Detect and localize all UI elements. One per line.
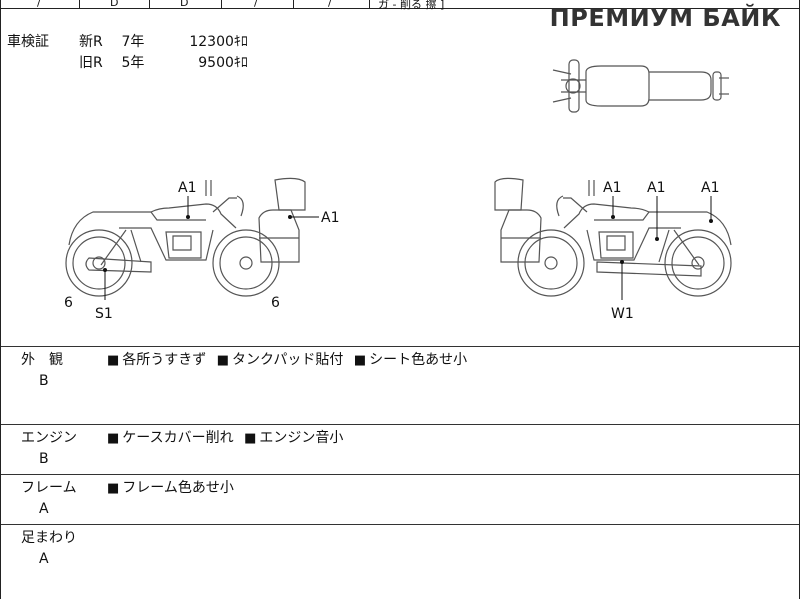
note-text: タンクパッド貼付 — [232, 352, 344, 368]
section-notes: ■ケースカバー削れ ■エンジン音小 — [107, 427, 349, 447]
odometer-row-new: 新R 7年 12300ｷﾛ — [79, 32, 248, 53]
note-item: ■エンジン音小 — [244, 430, 343, 446]
note-text: シート色あせ小 — [369, 352, 468, 368]
section-notes: ■フレーム色あせ小 — [107, 477, 240, 497]
note-item: ■タンクパッド貼付 — [217, 352, 344, 368]
damage-label: S1 — [95, 306, 113, 322]
section-notes: ■各所うすきず ■タンクパッド貼付 ■シート色あせ小 — [107, 349, 473, 369]
section-exterior: 外 観 B ■各所うすきず ■タンクパッド貼付 ■シート色あせ小 — [1, 346, 799, 423]
header-cell: D — [149, 0, 222, 9]
odometer-side: 旧R — [79, 55, 103, 71]
cut-header-strip: D D / / ガ - 削る 擦 ] / — [1, 0, 799, 11]
odometer-value: 9500ｷﾛ — [198, 55, 248, 71]
note-item: ■ケースカバー削れ — [107, 430, 234, 446]
note-item: ■各所うすきず — [107, 352, 206, 368]
note-text: フレーム色あせ小 — [122, 480, 234, 496]
header-cell-text: D — [180, 0, 189, 9]
damage-label: A1 — [701, 180, 719, 196]
section-grade: A — [39, 551, 49, 567]
section-title: エンジン — [21, 430, 77, 446]
section-grade: A — [39, 501, 49, 517]
odometer-years: 7年 — [121, 34, 145, 50]
section-title: フレーム — [21, 480, 77, 496]
header-cell-text: ガ - 削る 擦 ] — [378, 0, 445, 11]
section-suspension: 足まわり A — [1, 524, 799, 600]
bullet-square-icon: ■ — [107, 431, 120, 446]
header-cell-text: / — [254, 0, 258, 9]
note-text: 各所うすきず — [122, 352, 207, 368]
odometer-years: 5年 — [121, 55, 145, 71]
brand-watermark: ПРЕМИУМ БАЙК — [549, 4, 781, 32]
motorcycle-damage-diagram: A1 A1 S1 6 6 A1 A1 A1 W1 — [64, 59, 732, 322]
odometer-row-old: 旧R 5年 9500ｷﾛ — [79, 53, 248, 74]
header-cell-text: / — [328, 0, 332, 9]
note-item: ■フレーム色あせ小 — [107, 480, 234, 496]
section-grade: B — [39, 451, 49, 467]
section-title: 外 観 — [21, 352, 63, 368]
damage-label: A1 — [647, 180, 665, 196]
damage-label: 6 — [64, 295, 73, 311]
odometer-side: 新R — [79, 34, 103, 50]
bullet-square-icon: ■ — [353, 353, 367, 368]
top-view-motorcycle — [552, 59, 729, 113]
bullet-square-icon: ■ — [107, 353, 120, 368]
left-side-motorcycle — [65, 177, 306, 297]
section-grade: B — [39, 373, 49, 389]
inspection-label: 車検証 — [7, 34, 49, 50]
damage-label: A1 — [178, 180, 196, 196]
right-side-motorcycle — [494, 177, 732, 297]
header-cell: / — [221, 0, 294, 9]
header-cell: / — [293, 0, 370, 9]
damage-label: A1 — [603, 180, 621, 196]
bullet-square-icon: ■ — [244, 431, 257, 446]
note-item: ■シート色あせ小 — [354, 352, 467, 368]
bullet-square-icon: ■ — [216, 353, 230, 368]
damage-label: A1 — [321, 210, 339, 226]
odometer-value: 12300ｷﾛ — [189, 34, 248, 50]
section-title: 足まわり — [21, 530, 77, 546]
damage-label: 6 — [271, 295, 280, 311]
header-cell: ガ - 削る 擦 ] — [369, 0, 540, 11]
section-frame: フレーム A ■フレーム色あせ小 — [1, 474, 799, 525]
bullet-square-icon: ■ — [107, 481, 120, 496]
header-cell-text: D — [110, 0, 119, 9]
callout-lines — [104, 196, 712, 300]
callout-dots — [103, 215, 713, 272]
note-text: エンジン音小 — [259, 430, 344, 446]
header-cell: D — [79, 0, 150, 9]
damage-label: W1 — [611, 306, 634, 322]
header-cell-text: / — [37, 0, 41, 9]
note-text: ケースカバー削れ — [122, 430, 234, 446]
section-engine: エンジン B ■ケースカバー削れ ■エンジン音小 — [1, 424, 799, 475]
